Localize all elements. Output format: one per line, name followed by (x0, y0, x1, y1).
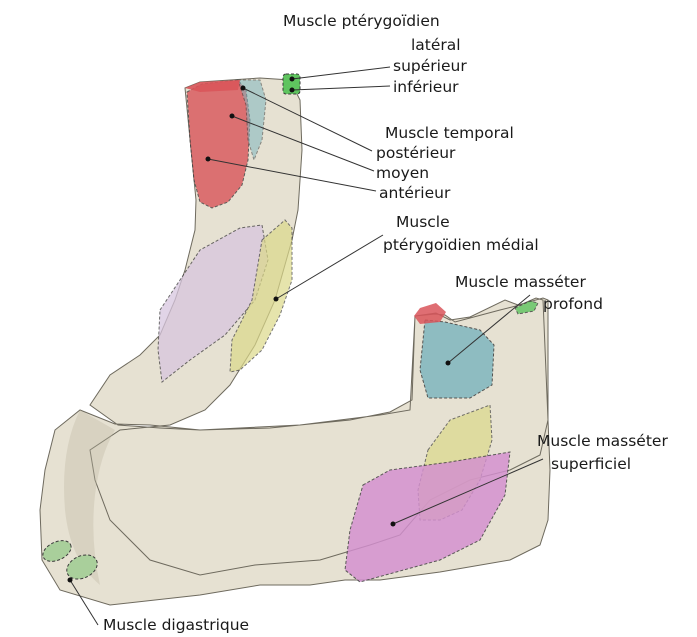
temporal-red-top (185, 80, 240, 92)
label-pterygoid-superior: supérieur (393, 57, 467, 75)
label-masseter-superficial-line2: superficiel (551, 455, 631, 473)
label-temporal-title: Muscle temporal (385, 124, 514, 142)
label-pterygoid-medial-line1: Muscle (396, 213, 450, 231)
label-masseter-deep-line1: Muscle masséter (455, 273, 586, 291)
label-temporal-middle: moyen (376, 164, 429, 182)
label-pterygoid-inferior: inférieur (393, 78, 459, 96)
label-masseter-deep-line2: profond (543, 295, 603, 313)
label-masseter-superficial-line1: Muscle masséter (537, 432, 668, 450)
label-pterygoid-lateral-title: Muscle ptérygoïdien (283, 12, 440, 30)
label-pterygoid-lateral-sub: latéral (411, 36, 461, 54)
label-temporal-anterior: antérieur (379, 184, 451, 202)
label-digastric: Muscle digastrique (103, 616, 249, 634)
label-temporal-posterior: postérieur (376, 144, 456, 162)
label-pterygoid-medial-line2: ptérygoïdien médial (383, 236, 539, 254)
